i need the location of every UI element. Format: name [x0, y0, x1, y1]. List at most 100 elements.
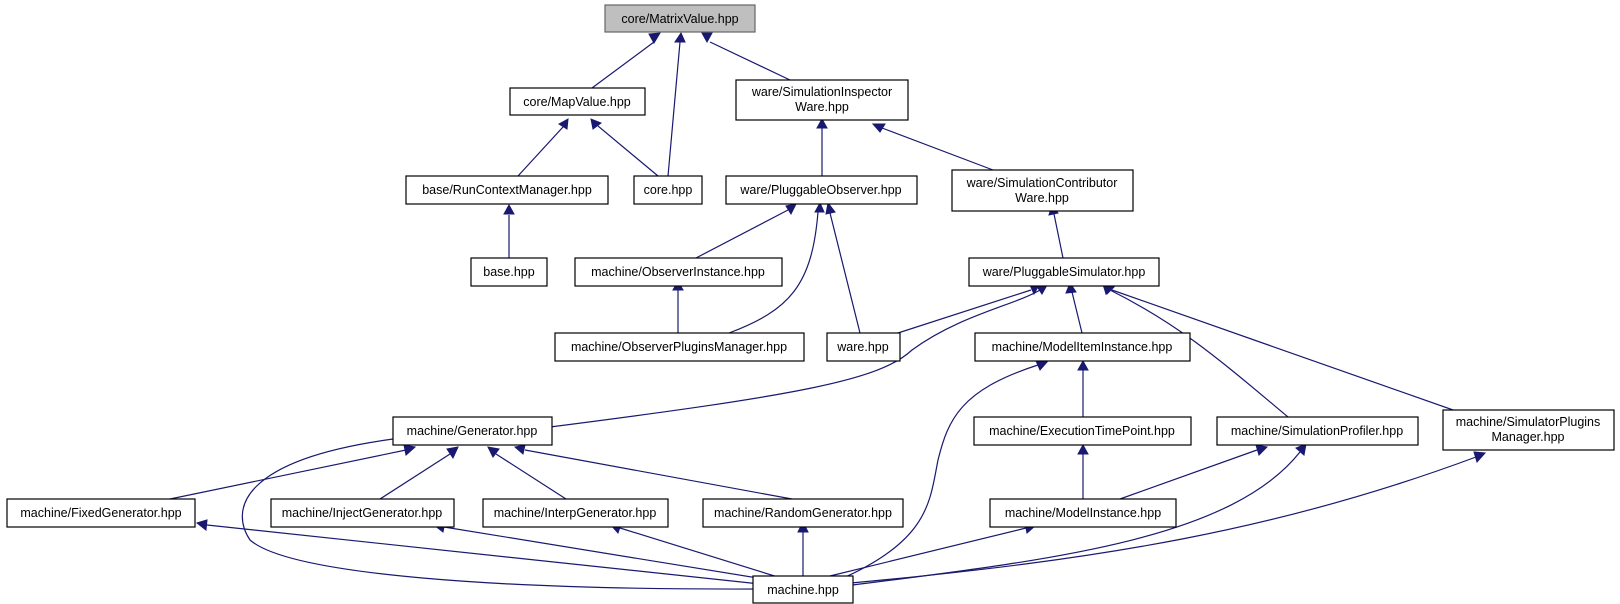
node-label-line1: ware/SimulationInspector [751, 85, 892, 99]
edge-observerplugins-to-pluggableobserver [728, 211, 819, 334]
node-label-line2: Manager.hpp [1492, 430, 1565, 444]
node-label: machine/SimulationProfiler.hpp [1231, 424, 1403, 438]
edge-runcontext-to-mapvalue [517, 126, 564, 177]
arrowhead [648, 32, 661, 44]
edge-warehpp-to-pluggablesimulator [897, 289, 1032, 334]
node-modelinstance[interactable]: machine/ModelInstance.hpp [989, 498, 1177, 528]
edge-fixedgen-to-generator [169, 449, 407, 500]
arrowhead [701, 32, 713, 44]
edge-machinehpp-to-generator [241, 438, 761, 590]
edge-simprofiler-to-pluggablesimulator [1109, 289, 1289, 418]
arrowhead [871, 123, 886, 133]
node-label: machine/RandomGenerator.hpp [714, 506, 892, 520]
edge-siminspector-to-matrixvalue [709, 41, 791, 81]
edge-core-to-matrixvalue [667, 41, 681, 177]
node-observerplugins[interactable]: machine/ObserverPluginsManager.hpp [554, 332, 805, 362]
edge-machinehpp-to-modeliteminstance [840, 364, 1039, 580]
arrowhead [814, 201, 825, 213]
arrowhead [674, 31, 686, 43]
node-label-line1: machine/SimulatorPlugins [1456, 415, 1601, 429]
arrowhead [1473, 451, 1487, 464]
edge-machinehpp-to-simplugins [850, 456, 1477, 584]
node-label: ware/PluggableObserver.hpp [739, 183, 901, 197]
edge-machinehpp-to-modelinstance [829, 527, 1027, 577]
edge-warehpp-to-pluggableobserver [829, 212, 861, 334]
node-machinehpp[interactable]: machine.hpp [752, 575, 854, 604]
node-label: machine.hpp [767, 583, 839, 597]
edge-modeliteminstance-to-pluggablesimulator [1071, 291, 1083, 334]
arrowhead [590, 118, 603, 130]
node-label: machine/ModelItemInstance.hpp [992, 340, 1173, 354]
node-warehpp[interactable]: ware.hpp [826, 332, 901, 362]
node-label: machine/ObserverInstance.hpp [591, 265, 765, 279]
arrowhead [1035, 360, 1049, 371]
node-label: base.hpp [483, 265, 534, 279]
edge-core-to-mapvalue [597, 125, 659, 177]
node-label-line1: ware/SimulationContributor [966, 176, 1118, 190]
node-generator[interactable]: machine/Generator.hpp [392, 416, 553, 446]
edge-pluggablesimulator-to-simcontrib [1053, 213, 1064, 259]
node-mapvalue[interactable]: core/MapValue.hpp [509, 87, 646, 116]
edge-machinehpp-to-fixedgen [206, 524, 761, 585]
node-label: machine/InterpGenerator.hpp [494, 506, 657, 520]
node-label: ware/PluggableSimulator.hpp [982, 265, 1146, 279]
arrowhead [513, 444, 526, 455]
node-label: ware.hpp [836, 340, 888, 354]
node-simprofiler[interactable]: machine/SimulationProfiler.hpp [1216, 416, 1419, 446]
edge-machinehpp-to-injectgen [443, 526, 771, 581]
node-interpgen[interactable]: machine/InterpGenerator.hpp [482, 498, 669, 528]
node-label: core.hpp [644, 183, 693, 197]
node-label: machine/InjectGenerator.hpp [282, 506, 443, 520]
node-randomgen[interactable]: machine/RandomGenerator.hpp [702, 498, 904, 528]
node-pluggableobserver[interactable]: ware/PluggableObserver.hpp [725, 175, 918, 205]
edges [169, 41, 1477, 590]
node-modeliteminstance[interactable]: machine/ModelItemInstance.hpp [974, 332, 1191, 362]
arrowhead [503, 203, 515, 215]
node-matrixvalue[interactable]: core/MatrixValue.hpp [604, 4, 756, 33]
node-executiontimepoint[interactable]: machine/ExecutionTimePoint.hpp [973, 416, 1192, 446]
node-label: machine/ExecutionTimePoint.hpp [989, 424, 1175, 438]
edge-observerinstance-to-pluggableobserver [695, 209, 789, 259]
node-observerinstance[interactable]: machine/ObserverInstance.hpp [574, 257, 783, 287]
edge-injectgen-to-generator [379, 453, 451, 500]
node-label: core/MatrixValue.hpp [621, 12, 738, 26]
node-label: machine/Generator.hpp [407, 424, 538, 438]
arrowhead [1295, 443, 1307, 456]
node-label: base/RunContextManager.hpp [422, 183, 592, 197]
arrowhead [1065, 281, 1077, 294]
arrowhead [816, 117, 828, 129]
arrowhead [446, 446, 459, 460]
node-label: machine/FixedGenerator.hpp [20, 506, 181, 520]
node-label-line2: Ware.hpp [795, 100, 849, 114]
node-pluggablesimulator[interactable]: ware/PluggableSimulator.hpp [968, 257, 1160, 287]
edge-simplugins-to-pluggablesimulator [1111, 289, 1474, 418]
node-runcontext[interactable]: base/RunContextManager.hpp [405, 175, 609, 205]
node-siminspector[interactable]: ware/SimulationInspector Ware.hpp [735, 79, 909, 121]
node-simplugins[interactable]: machine/SimulatorPlugins Manager.hpp [1442, 409, 1615, 451]
arrowhead [825, 201, 836, 215]
arrowhead [1077, 443, 1089, 455]
edge-mapvalue-to-matrixvalue [591, 41, 655, 89]
node-label: machine/ObserverPluginsManager.hpp [571, 340, 787, 354]
arrowhead [487, 446, 500, 458]
node-label: machine/ModelInstance.hpp [1005, 506, 1161, 520]
node-label: core/MapValue.hpp [523, 95, 631, 109]
arrowhead [558, 118, 569, 130]
node-basehpp[interactable]: base.hpp [470, 257, 548, 287]
edge-simcontrib-to-siminspector [881, 127, 994, 171]
arrowhead [1077, 359, 1089, 371]
node-simcontrib[interactable]: ware/SimulationContributor Ware.hpp [951, 169, 1134, 212]
arrowhead [195, 519, 208, 531]
node-corehpp[interactable]: core.hpp [633, 175, 703, 205]
edge-randomgen-to-generator [524, 449, 793, 500]
node-injectgen[interactable]: machine/InjectGenerator.hpp [270, 498, 455, 528]
edge-modelinstance-to-simprofiler [1119, 449, 1258, 500]
node-fixedgen[interactable]: machine/FixedGenerator.hpp [6, 498, 196, 528]
edge-machinehpp-to-interpgen [619, 527, 782, 579]
arrowhead [1255, 444, 1269, 456]
edge-interpgen-to-generator [495, 453, 567, 500]
node-label-line2: Ware.hpp [1015, 191, 1069, 205]
arrowhead [403, 444, 417, 456]
arrowhead [785, 203, 797, 216]
